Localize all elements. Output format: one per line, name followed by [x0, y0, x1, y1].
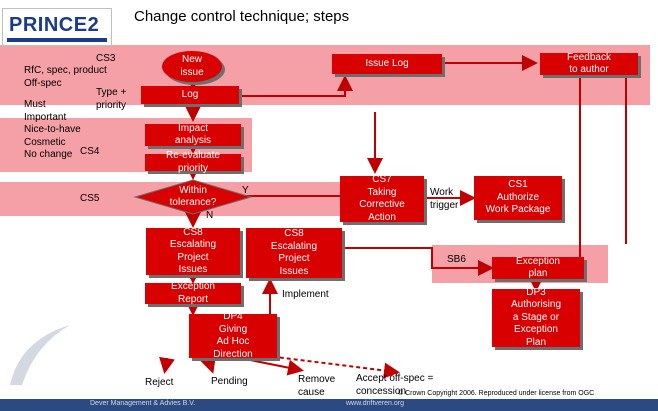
remove-cause-label: Remove cause [298, 374, 336, 398]
type-priority-label: Type + priority [96, 87, 127, 111]
footer-bar: Dever Management & Advies B.V. www.drift… [0, 399, 658, 411]
cs3-label: CS3 [96, 53, 116, 64]
pending-label: Pending [211, 376, 248, 387]
cs7-box: CS7 Taking Corrective Action [340, 174, 424, 223]
cs4-label: CS4 [80, 146, 100, 157]
priority-list: Must Important Nice-to-have Cosmetic No … [24, 99, 81, 160]
yes-label: Y [242, 185, 249, 196]
exception-report-box: Exception Report [145, 281, 241, 305]
copyright-label: © Crown Copyright 2006. Reproduced under… [398, 390, 595, 397]
work-trigger-label: Work trigger [430, 187, 459, 211]
prince2-logo: PRINCE2 [2, 8, 112, 46]
feedback-box: Feedback to author [540, 52, 638, 75]
cs8-escalating-box-left: CS8 Escalating Project Issues [146, 227, 240, 275]
footer-company: Dever Management & Advies B.V. [90, 400, 196, 407]
logo-text: PRINCE2 [9, 14, 100, 36]
cs1-box: CS1 Authorize Work Package [474, 176, 562, 220]
tolerance-text: Within tolerance? [169, 184, 217, 209]
dp3-box: DP3 Authorising a Stage or Exception Pla… [492, 287, 580, 348]
log-box: Log [141, 86, 239, 104]
cs8-escalating-box-right: CS8 Escalating Project Issues [246, 228, 342, 278]
new-issue-box: New issue [162, 51, 222, 82]
logo-underline [7, 38, 107, 42]
no-label: N [206, 210, 214, 221]
accept-offspec-label: Accept off-spec = concession [356, 373, 434, 397]
rfc-label: RfC, spec, product Off-spec [24, 65, 107, 89]
cs5-label: CS5 [80, 193, 100, 204]
impact-analysis-box: Impact analysis [145, 123, 241, 146]
exception-plan-box: Exception plan [492, 256, 584, 279]
footer-url: www.driftveren.org [346, 400, 404, 407]
reject-label: Reject [145, 377, 174, 388]
implement-label: Implement [282, 289, 329, 300]
page-title: Change control technique; steps [134, 8, 350, 25]
dp4-box: DP4 Giving Ad Hoc Direction [189, 311, 277, 360]
sb6-label: SB6 [447, 254, 466, 265]
issue-log-box: Issue Log [332, 54, 442, 74]
reevaluate-box: Re-evaluate priority [145, 150, 241, 174]
